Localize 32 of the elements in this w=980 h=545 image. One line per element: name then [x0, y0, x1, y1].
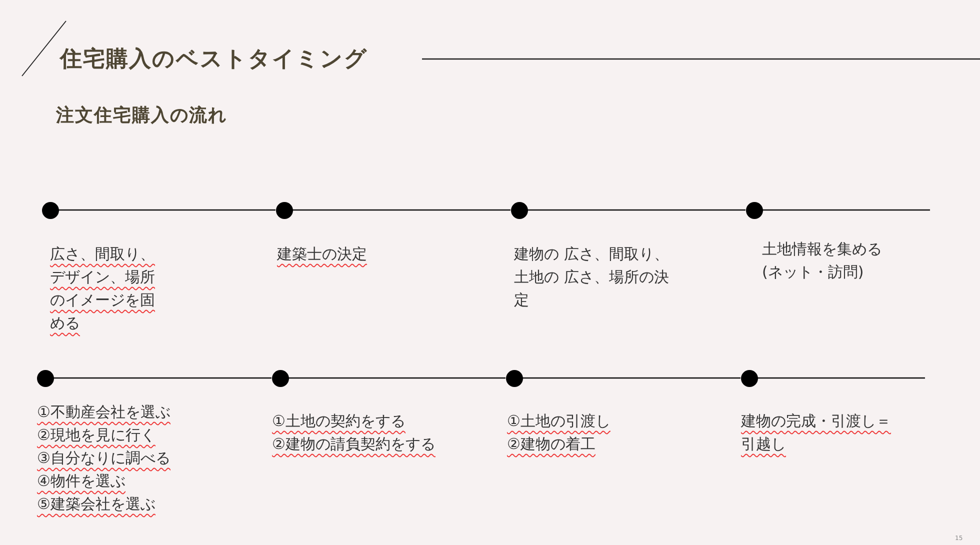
step-text: ⑤建築会社を選ぶ — [37, 494, 156, 515]
timeline-dot — [42, 202, 58, 218]
step-text: ③自分なりに調べる — [37, 448, 172, 469]
timeline-dot — [510, 202, 528, 218]
subtitle: 注文住宅購入の流れ — [56, 104, 227, 127]
timeline-line — [54, 377, 272, 379]
step-text: ①土地の契約をする — [272, 411, 406, 432]
timeline-line — [292, 209, 510, 211]
step-text: 建物の 広さ、間取り、土地の 広さ、場所の決定 — [514, 244, 670, 311]
timeline-dot — [276, 202, 292, 218]
timeline-line — [288, 377, 506, 379]
timeline-dot — [746, 202, 762, 218]
timeline-dot — [506, 370, 522, 386]
step-text: 建物の完成・引渡し＝引越し — [741, 411, 892, 455]
step-text: ①土地の引渡し — [507, 411, 612, 432]
step-text: 建築士の決定 — [277, 244, 368, 265]
step-text: ②建物の着工 — [507, 434, 596, 455]
timeline-dot — [740, 370, 758, 386]
step-text: 土地情報を集める(ネット・訪問) — [762, 239, 883, 283]
step-text: ②建物の請負契約をする — [272, 434, 436, 455]
timeline-line — [528, 209, 746, 211]
slide-title: 住宅購入のベストタイミング — [60, 46, 368, 74]
step-text: 広さ、間取り、デザイン、場所のイメージを固める — [50, 244, 156, 334]
step-text: ②現地を見に行く — [37, 425, 156, 446]
timeline-line — [522, 377, 740, 379]
timeline-dot — [272, 370, 288, 386]
step-text: ④物件を選ぶ — [37, 471, 126, 492]
timeline-line — [58, 209, 276, 211]
timeline-line — [758, 377, 925, 379]
timeline-line — [762, 209, 930, 211]
timeline-dot — [36, 370, 54, 386]
step-text: ①不動産会社を選ぶ — [37, 402, 172, 423]
